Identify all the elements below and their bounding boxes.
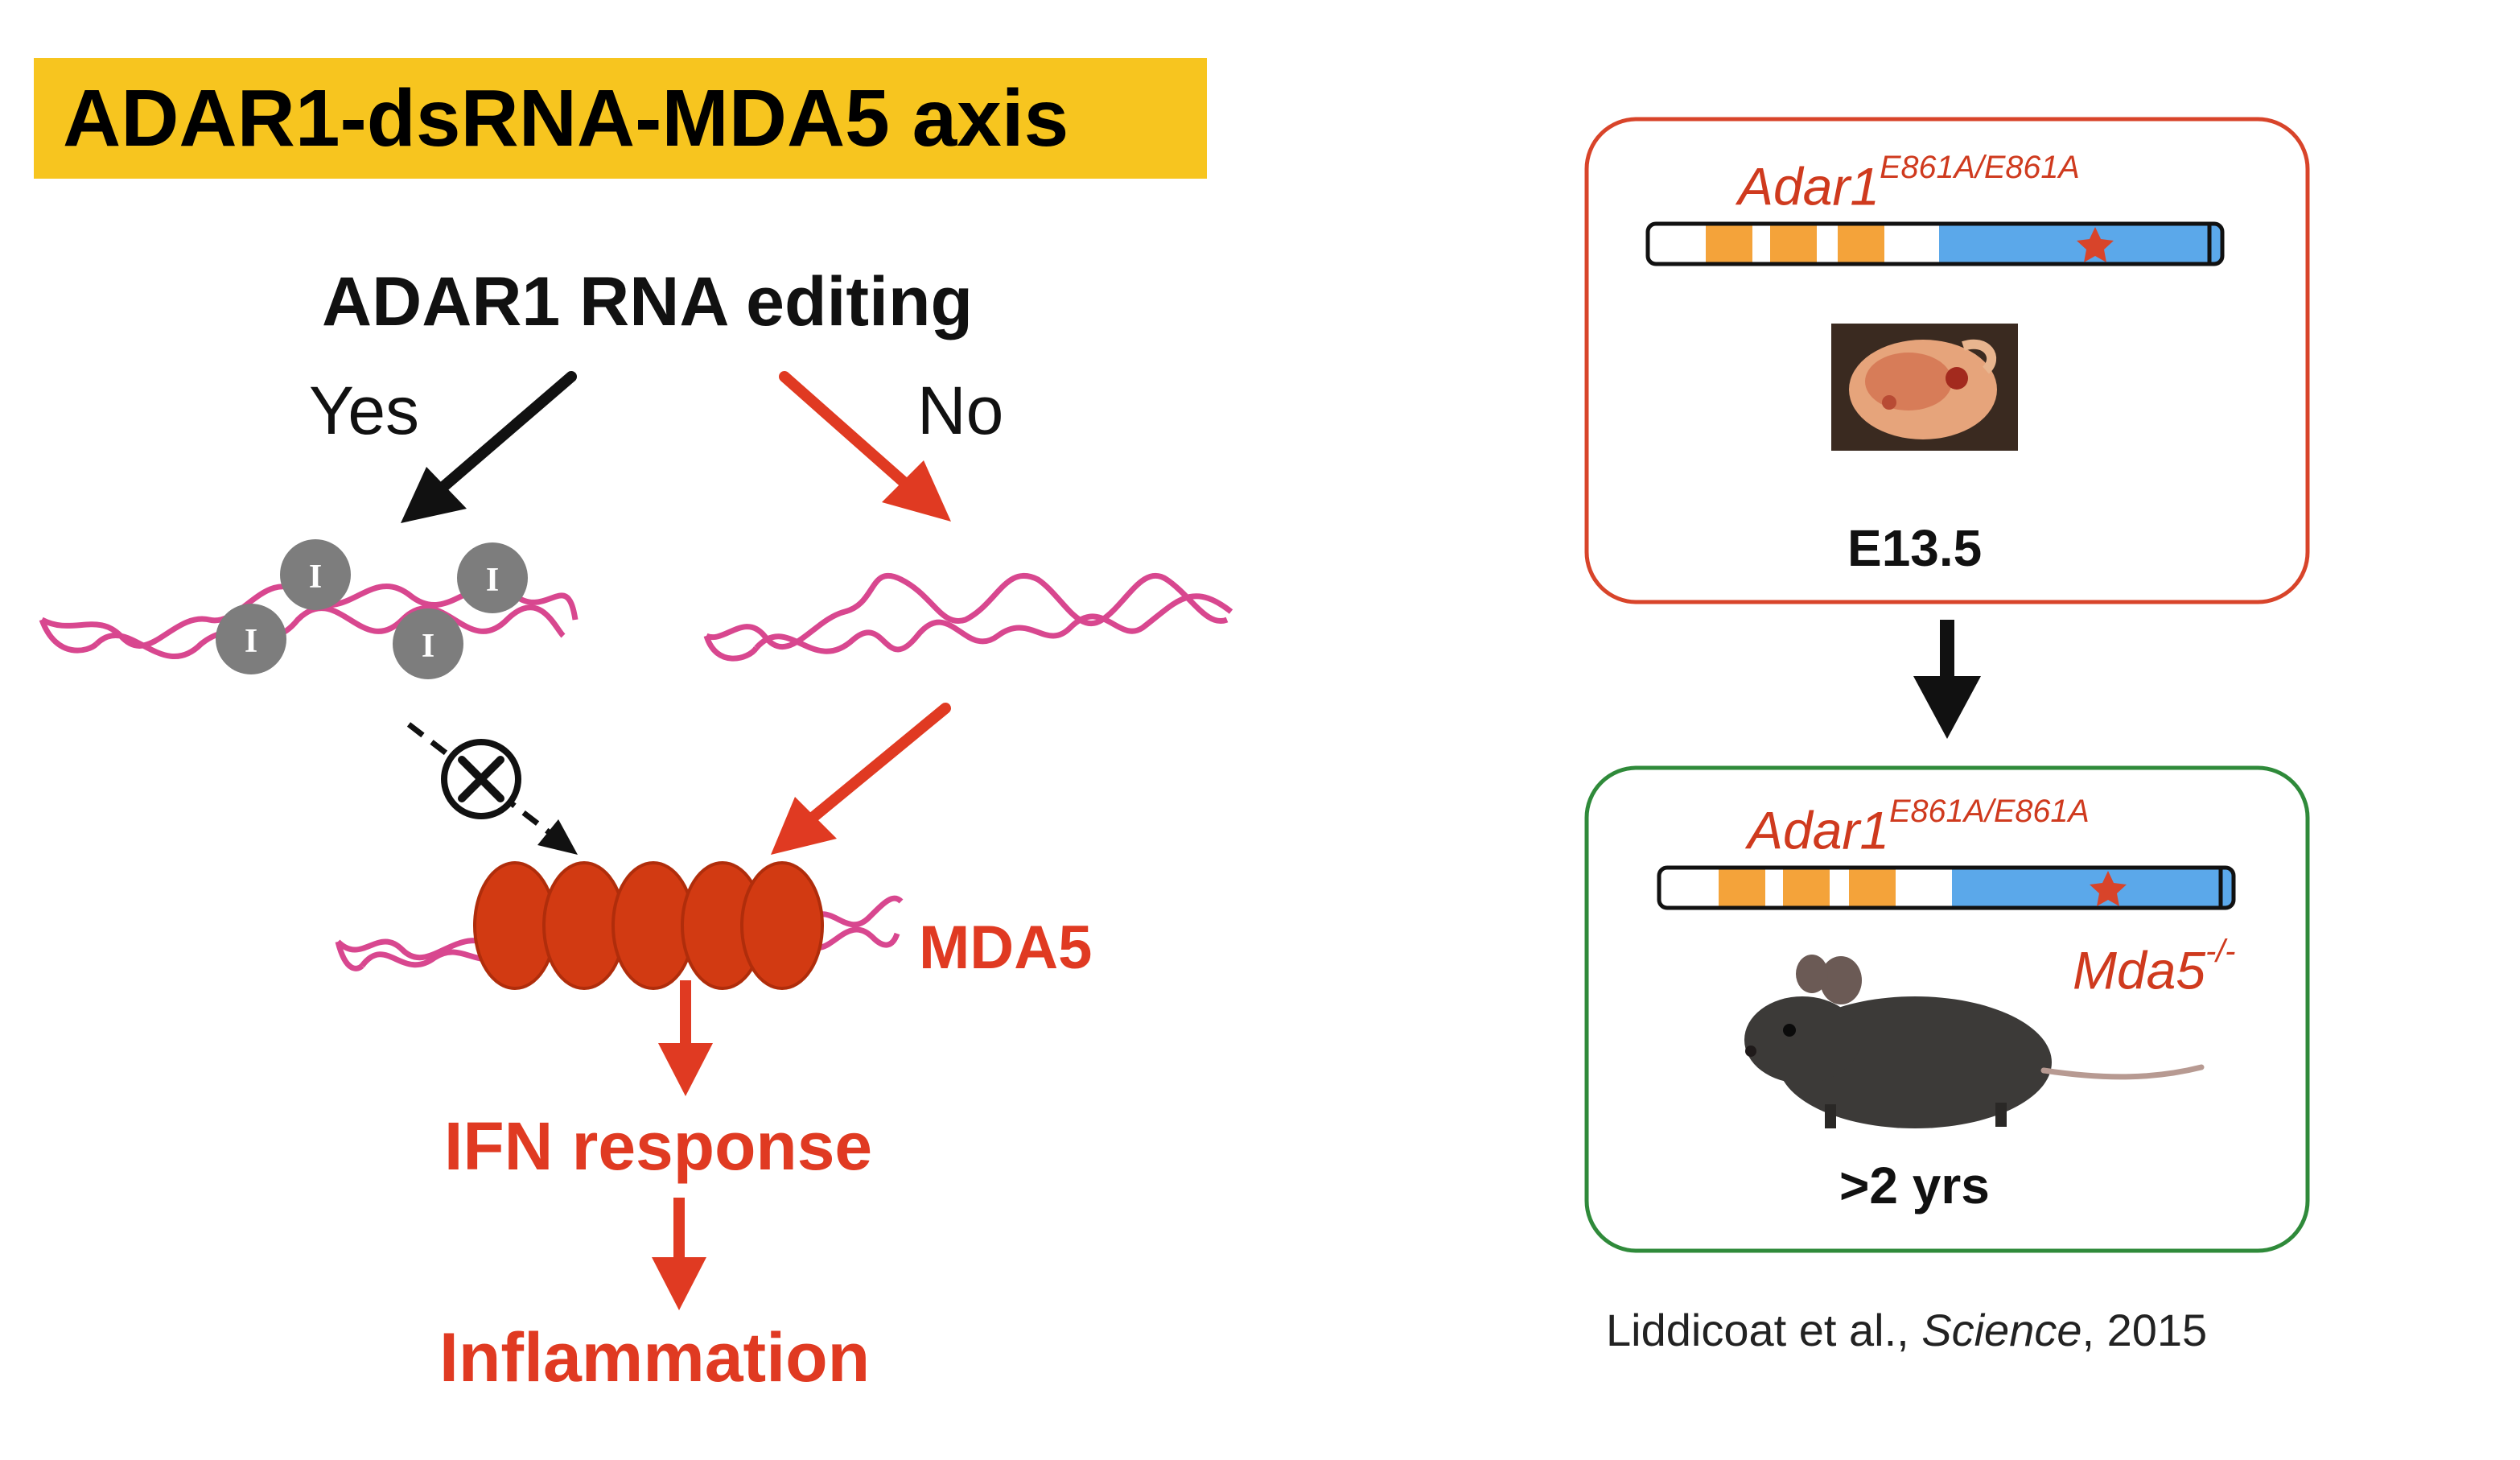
second-gene-superscript: -/-: [2205, 934, 2236, 969]
mouse-image: [1744, 955, 2205, 1128]
rescue-arrow: [1913, 620, 1981, 739]
citation: Liddicoat et al., Science, 2015: [1606, 1304, 2207, 1356]
svg-text:I: I: [245, 623, 257, 660]
bottom-genotype-label: Adar1E861A/E861A: [1748, 794, 2090, 861]
citation-journal: Science: [1921, 1305, 2082, 1355]
inosine-markers: I I I I: [216, 539, 528, 679]
no-label: No: [917, 373, 1004, 448]
unedited-to-mda5-arrow: [771, 703, 951, 855]
no-arrow: [779, 371, 951, 522]
mda5-label: MDA5: [919, 914, 1093, 982]
gene-superscript: E861A/E861A: [1889, 794, 2090, 829]
inosine-marker: I: [216, 604, 286, 674]
gene-superscript: E861A/E861A: [1880, 150, 2080, 185]
adar1-editing-label: ADAR1 RNA editing: [322, 263, 974, 340]
svg-text:I: I: [309, 559, 322, 596]
mutation-star-icon: [2090, 871, 2127, 906]
svg-text:I: I: [422, 628, 434, 665]
adar1-domain-bar-top: [1645, 221, 2225, 266]
adar1-domain-bar-bottom: [1657, 865, 2236, 910]
mda5-filament: [473, 861, 824, 990]
mda5-knockout-label: Mda5-/-: [2073, 934, 2235, 1001]
inflammation-label: Inflammation: [439, 1319, 871, 1396]
unedited-dsrna: [703, 572, 1233, 662]
ifn-to-inflammation-arrow: [652, 1198, 706, 1310]
gene-name: Adar1: [1748, 800, 1890, 860]
lifespan-label: >2 yrs: [1839, 1157, 1990, 1215]
yes-label: Yes: [309, 373, 420, 448]
top-genotype-label: Adar1E861A/E861A: [1738, 150, 2080, 217]
blocked-x-icon: [441, 739, 521, 819]
mutation-star-icon: [2077, 227, 2114, 262]
second-gene-name: Mda5: [2073, 940, 2206, 1000]
ifn-response-label: IFN response: [444, 1108, 873, 1184]
mda5-to-ifn-arrow: [658, 980, 713, 1096]
citation-year: , 2015: [2081, 1305, 2208, 1355]
citation-authors: Liddicoat et al.,: [1606, 1305, 1922, 1355]
gene-name: Adar1: [1738, 156, 1880, 217]
yes-arrow: [401, 371, 577, 523]
embryo-image: [1831, 324, 2018, 451]
embryonic-stage-label: E13.5: [1847, 519, 1983, 577]
inosine-marker: I: [457, 542, 528, 613]
svg-text:I: I: [486, 562, 499, 599]
inosine-marker: I: [280, 539, 351, 610]
inosine-marker: I: [393, 608, 463, 679]
title-banner: ADAR1-dsRNA-MDA5 axis: [34, 58, 1207, 179]
slide-title: ADAR1-dsRNA-MDA5 axis: [63, 72, 1069, 163]
